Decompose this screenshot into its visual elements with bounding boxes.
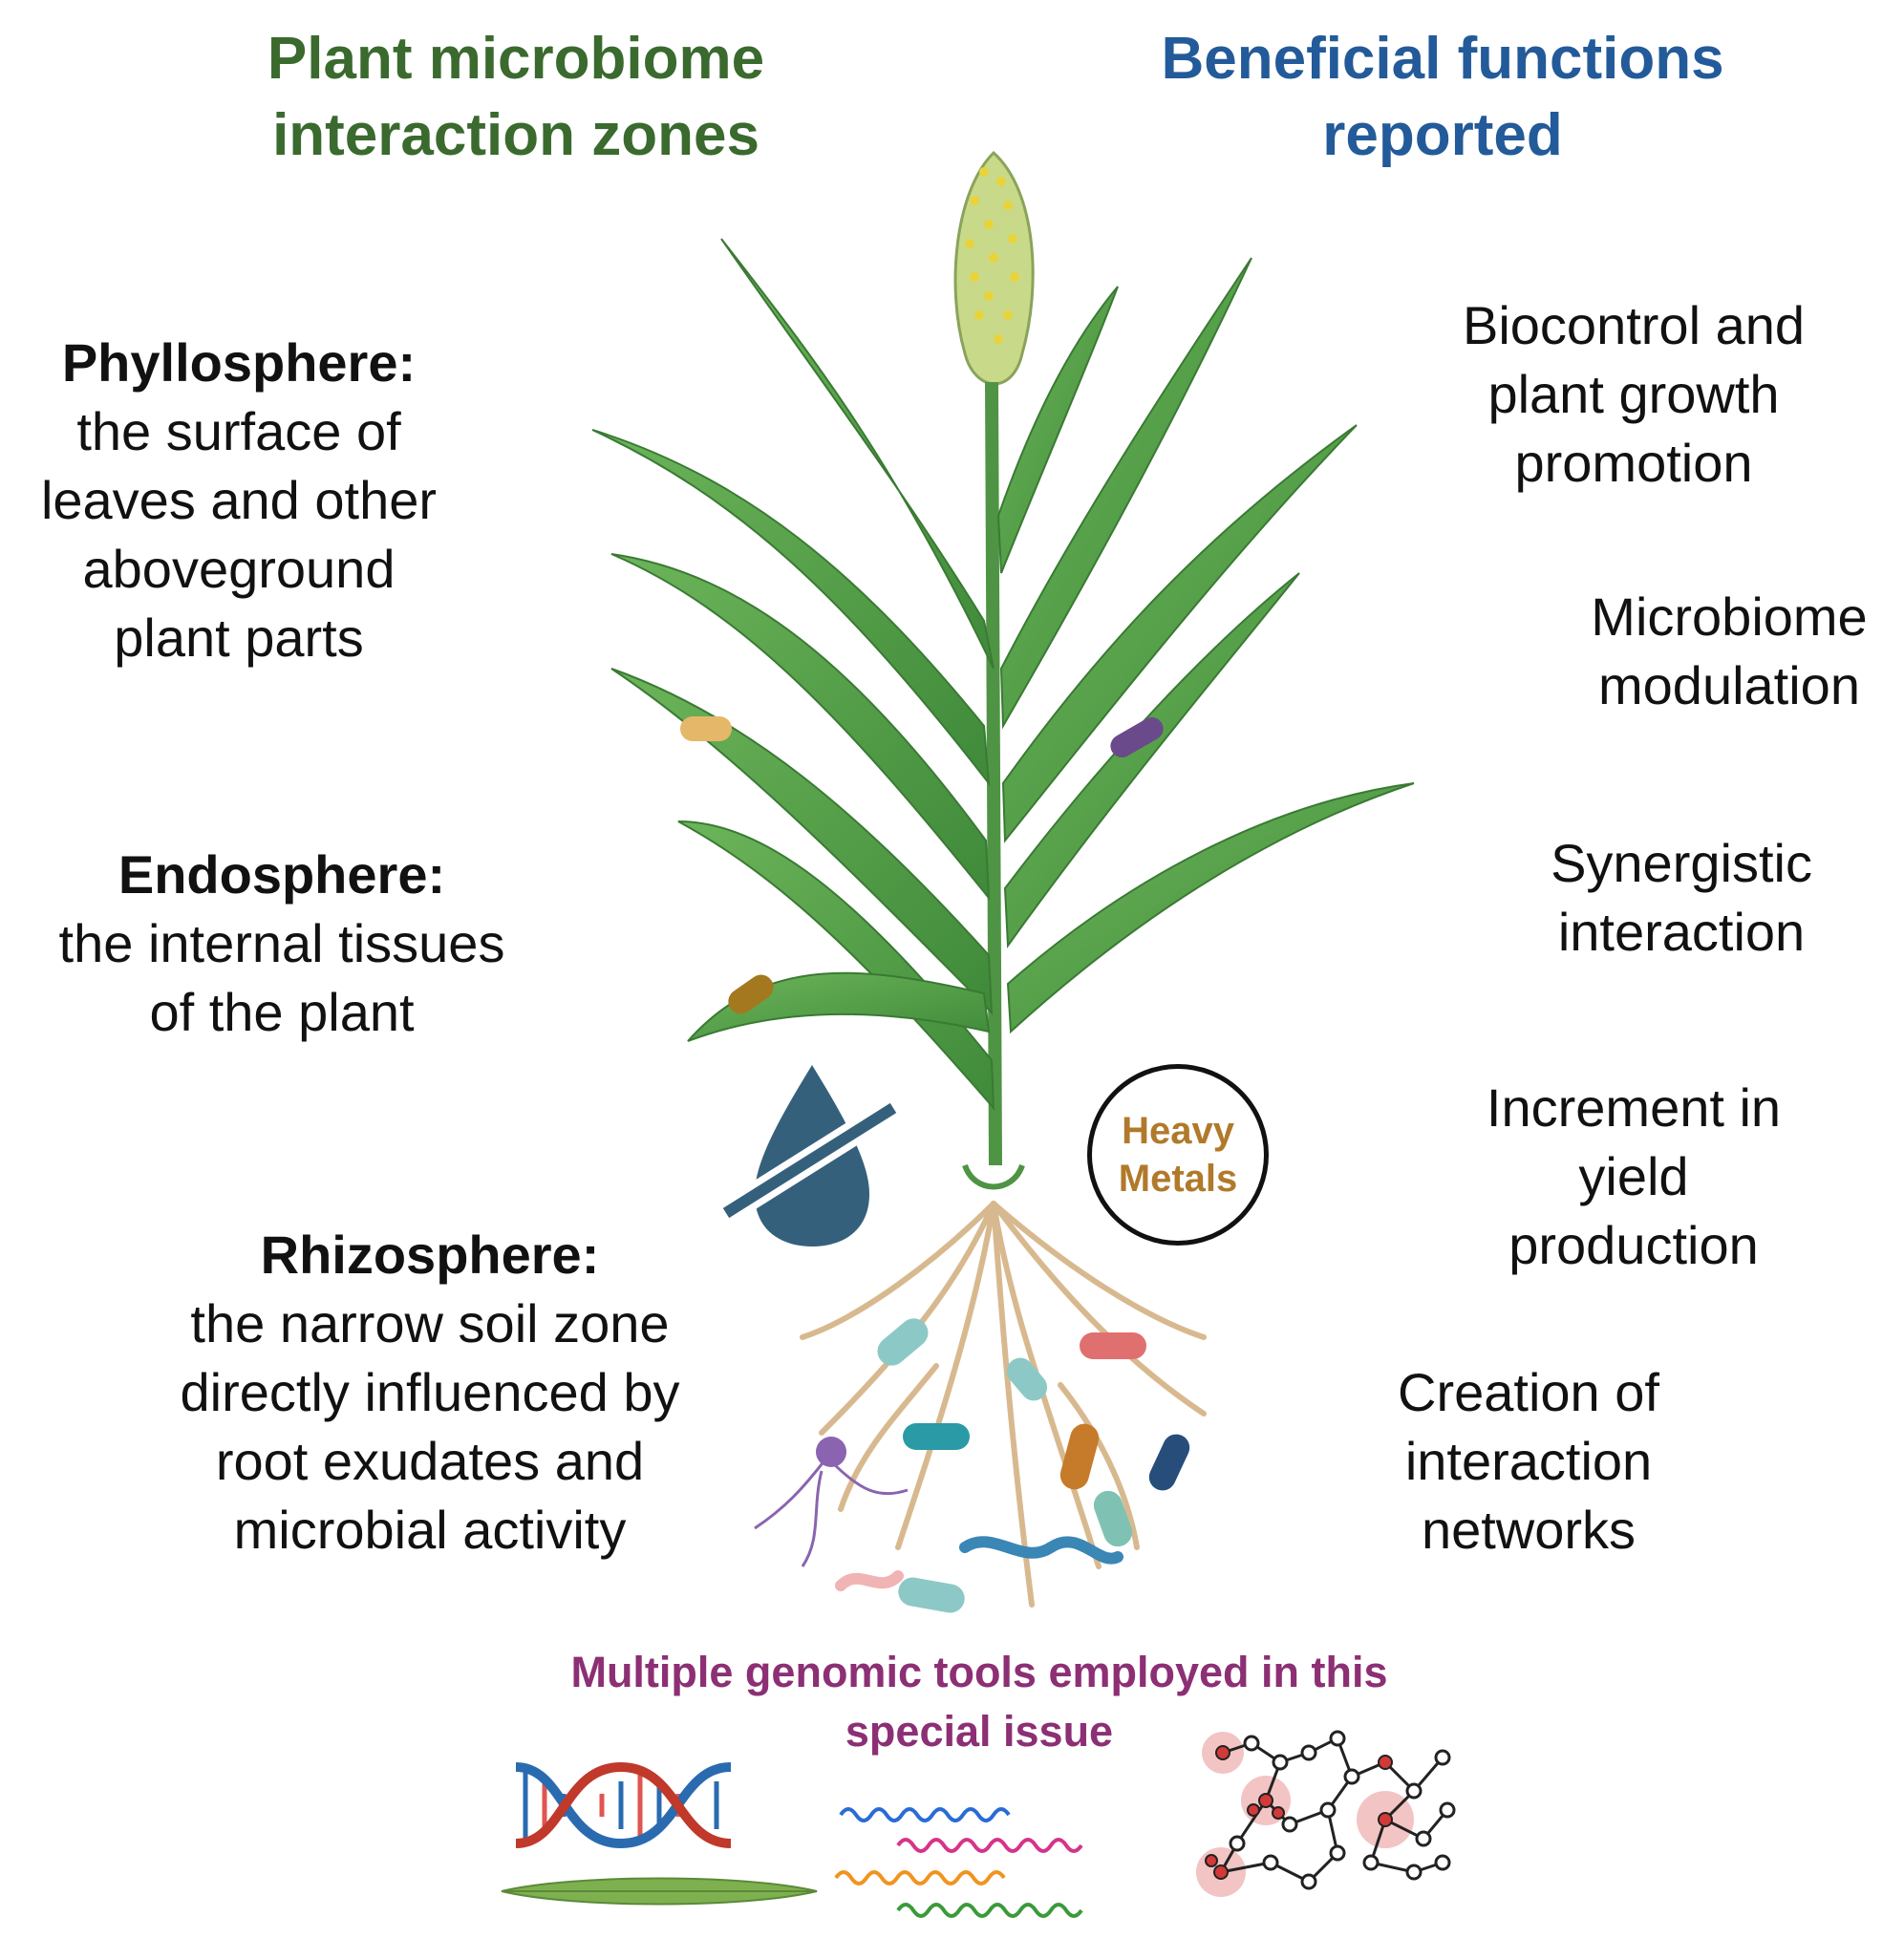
tools-title-line-1: Multiple genomic tools employed in this bbox=[570, 1648, 1388, 1696]
function-biocontrol: Biocontrol and plant growth promotion bbox=[1423, 291, 1844, 498]
leaves-right bbox=[996, 257, 1415, 1034]
zone-phyllosphere-line-3: aboveground bbox=[82, 539, 396, 599]
panicle-icon bbox=[953, 150, 1035, 386]
function-yield-line-3: production bbox=[1508, 1215, 1759, 1275]
heavy-metals-line-2: Metals bbox=[1118, 1158, 1238, 1200]
function-biocontrol-line-3: promotion bbox=[1514, 433, 1753, 493]
zone-phyllosphere-line-2: leaves and other bbox=[40, 470, 438, 530]
plant-illustration bbox=[591, 150, 1415, 1613]
dna-helix-icon bbox=[515, 1761, 732, 1849]
zone-endosphere-line-2: of the plant bbox=[149, 982, 415, 1042]
zone-phyllosphere-line-1: the surface of bbox=[76, 401, 401, 461]
function-yield-line-1: Increment in bbox=[1486, 1077, 1782, 1138]
function-yield: Increment in yield production bbox=[1443, 1074, 1825, 1280]
soil-microbes bbox=[754, 1318, 1190, 1613]
function-networks: Creation of interaction networks bbox=[1337, 1358, 1720, 1565]
left-header: Plant microbiome interaction zones bbox=[172, 21, 860, 174]
roots bbox=[800, 1201, 1207, 1608]
function-microbiome-modulation: Microbiome modulation bbox=[1529, 583, 1904, 720]
zone-rhizosphere-title: Rhizosphere: bbox=[260, 1225, 600, 1285]
heavy-metals-badge: Heavy Metals bbox=[1087, 1064, 1269, 1246]
no-water-icon bbox=[719, 1065, 900, 1246]
zone-rhizosphere-line-2: directly influenced by bbox=[180, 1362, 680, 1422]
function-networks-line-1: Creation of bbox=[1398, 1362, 1659, 1422]
right-header-line-2: reported bbox=[1322, 102, 1563, 168]
function-synergistic-line-1: Synergistic bbox=[1551, 833, 1812, 893]
stem bbox=[985, 381, 1002, 1166]
zone-phyllosphere-line-4: plant parts bbox=[114, 607, 364, 668]
left-header-line-2: interaction zones bbox=[272, 102, 759, 168]
leaf-icon bbox=[501, 1877, 818, 1906]
zone-endosphere-line-1: the internal tissues bbox=[58, 913, 505, 973]
bacteria-icon bbox=[680, 716, 732, 741]
right-header-line-1: Beneficial functions bbox=[1161, 26, 1724, 92]
zone-rhizosphere: Rhizosphere: the narrow soil zone direct… bbox=[134, 1221, 726, 1565]
function-synergistic-line-2: interaction bbox=[1557, 902, 1806, 962]
function-biocontrol-line-2: plant growth bbox=[1487, 364, 1780, 424]
bacteria-icon bbox=[1110, 717, 1164, 757]
zone-endosphere: Endosphere: the internal tissues of the … bbox=[19, 841, 545, 1047]
tools-title-line-2: special issue bbox=[845, 1707, 1114, 1756]
zone-rhizosphere-line-1: the narrow soil zone bbox=[190, 1293, 670, 1353]
zone-endosphere-title: Endosphere: bbox=[118, 844, 446, 905]
network-icon bbox=[1196, 1730, 1456, 1897]
right-header: Beneficial functions reported bbox=[1099, 21, 1786, 174]
bacteria-icon bbox=[728, 974, 774, 1014]
left-header-line-1: Plant microbiome bbox=[267, 26, 765, 92]
heavy-metals-line-1: Heavy bbox=[1122, 1110, 1234, 1152]
leaves-left bbox=[591, 238, 995, 1111]
zone-phyllosphere: Phyllosphere: the surface of leaves and … bbox=[0, 329, 478, 672]
sequence-reads-icon bbox=[834, 1807, 1083, 1918]
function-yield-line-2: yield bbox=[1578, 1146, 1689, 1206]
function-networks-line-3: networks bbox=[1421, 1500, 1637, 1560]
function-biocontrol-line-1: Biocontrol and bbox=[1462, 295, 1805, 355]
zone-phyllosphere-title: Phyllosphere: bbox=[61, 332, 417, 393]
function-synergistic: Synergistic interaction bbox=[1490, 829, 1872, 967]
function-microbiome-modulation-line-2: modulation bbox=[1598, 655, 1860, 715]
tools-title: Multiple genomic tools employed in this … bbox=[478, 1643, 1481, 1761]
function-microbiome-modulation-line-1: Microbiome bbox=[1591, 586, 1868, 647]
function-networks-line-2: interaction bbox=[1404, 1431, 1653, 1491]
zone-rhizosphere-line-3: root exudates and bbox=[215, 1431, 645, 1491]
zone-rhizosphere-line-4: microbial activity bbox=[233, 1500, 627, 1560]
